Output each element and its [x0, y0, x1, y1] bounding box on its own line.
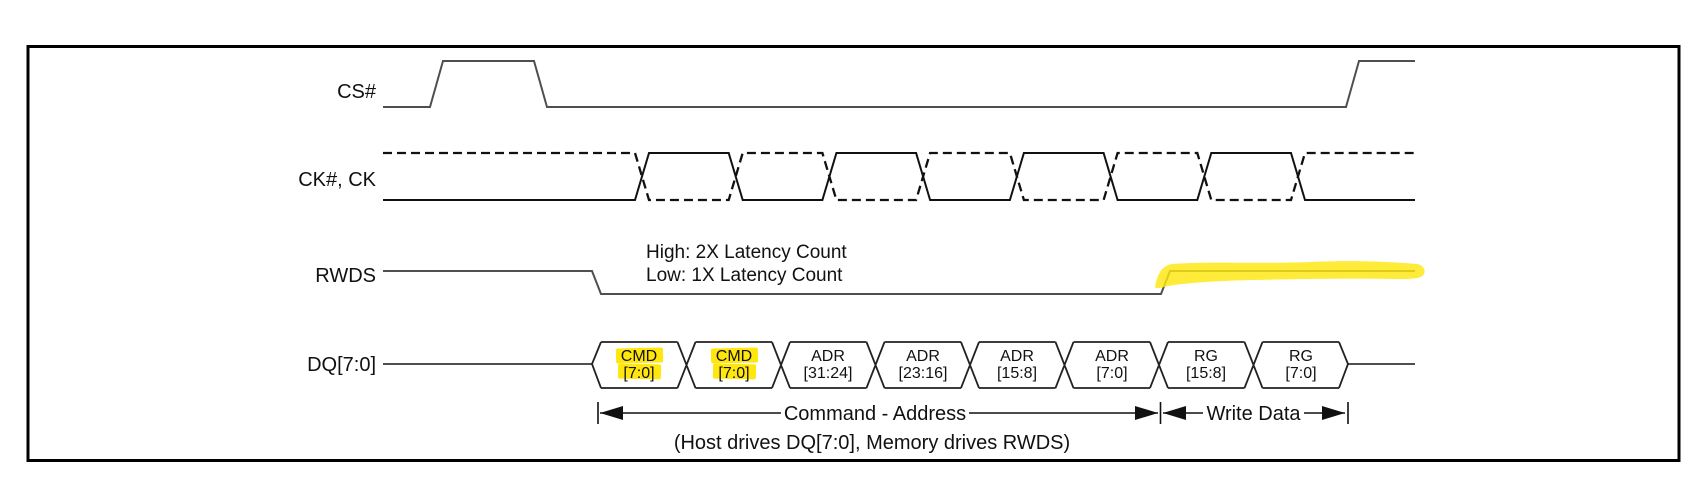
command-address-label: Command - Address [784, 403, 966, 425]
write-data-label: Write Data [1206, 403, 1301, 425]
cs-signal-label: CS# [337, 81, 377, 103]
rwds-signal-label: RWDS [315, 265, 376, 287]
arrowhead-left-icon [600, 406, 623, 420]
ck-signal-label: CK#, CK [298, 169, 376, 191]
arrowhead-right-icon [1135, 406, 1158, 420]
cmd1-line1-highlight [615, 347, 664, 364]
dq-bubble-8-line1: RG [1289, 348, 1313, 365]
dq-bubble-7-line2: [15:8] [1186, 365, 1226, 382]
figure-border [26, 45, 1681, 462]
arrowhead-left-icon [1163, 406, 1186, 420]
cmd-highlight-marks [615, 347, 759, 380]
dq-bubble-5-line1: ADR [1000, 348, 1034, 365]
dq-bubble-7-line1: RG [1194, 348, 1218, 365]
span-label-backing [781, 403, 969, 423]
dq-bubble-8-line2: [7:0] [1285, 365, 1316, 382]
command-address-span: Command - Address [597, 402, 1162, 425]
arrowhead-right-icon [1322, 406, 1345, 420]
cmd2-line2-highlight [712, 363, 757, 380]
cs-waveform [383, 60, 1415, 108]
dq-bubble-3-line2: [31:24] [804, 365, 853, 382]
dq-bubble-3-line1: ADR [811, 348, 845, 365]
dq-bubble-5-line2: [15:8] [997, 365, 1037, 382]
dq-bubble-2-line1: CMD [716, 348, 752, 365]
figure-caption: (Host drives DQ[7:0], Memory drives RWDS… [674, 432, 1070, 454]
ck-waveform-solid [383, 152, 1415, 201]
dq-bus-bubbles-outline [591, 341, 1349, 389]
ckn-waveform-dashed [383, 151, 1415, 202]
dq-bubble-4-line2: [23:16] [899, 365, 948, 382]
dq-signal-label: DQ[7:0] [307, 354, 376, 376]
dq-bubble-labels: CMD [7:0] CMD [7:0] ADR [31:24] ADR [23:… [621, 348, 1317, 382]
dq-bubble-6-line1: ADR [1095, 348, 1129, 365]
dq-bubble-1-line2: [7:0] [623, 365, 654, 382]
cmd1-line2-highlight [617, 363, 662, 380]
span-label-backing [1203, 403, 1304, 423]
rwds-annotation-line1: High: 2X Latency Count [646, 242, 847, 263]
rwds-highlighter-mark [1155, 261, 1425, 289]
dq-bubble-2-line2: [7:0] [718, 365, 749, 382]
cmd2-line1-highlight [710, 347, 759, 364]
dq-bubble-4-line1: ADR [906, 348, 940, 365]
dq-bubble-1-line1: CMD [621, 348, 657, 365]
rwds-annotation-line2: Low: 1X Latency Count [646, 265, 843, 286]
dq-bubble-6-line2: [7:0] [1096, 365, 1127, 382]
write-data-span: Write Data [1163, 402, 1349, 425]
